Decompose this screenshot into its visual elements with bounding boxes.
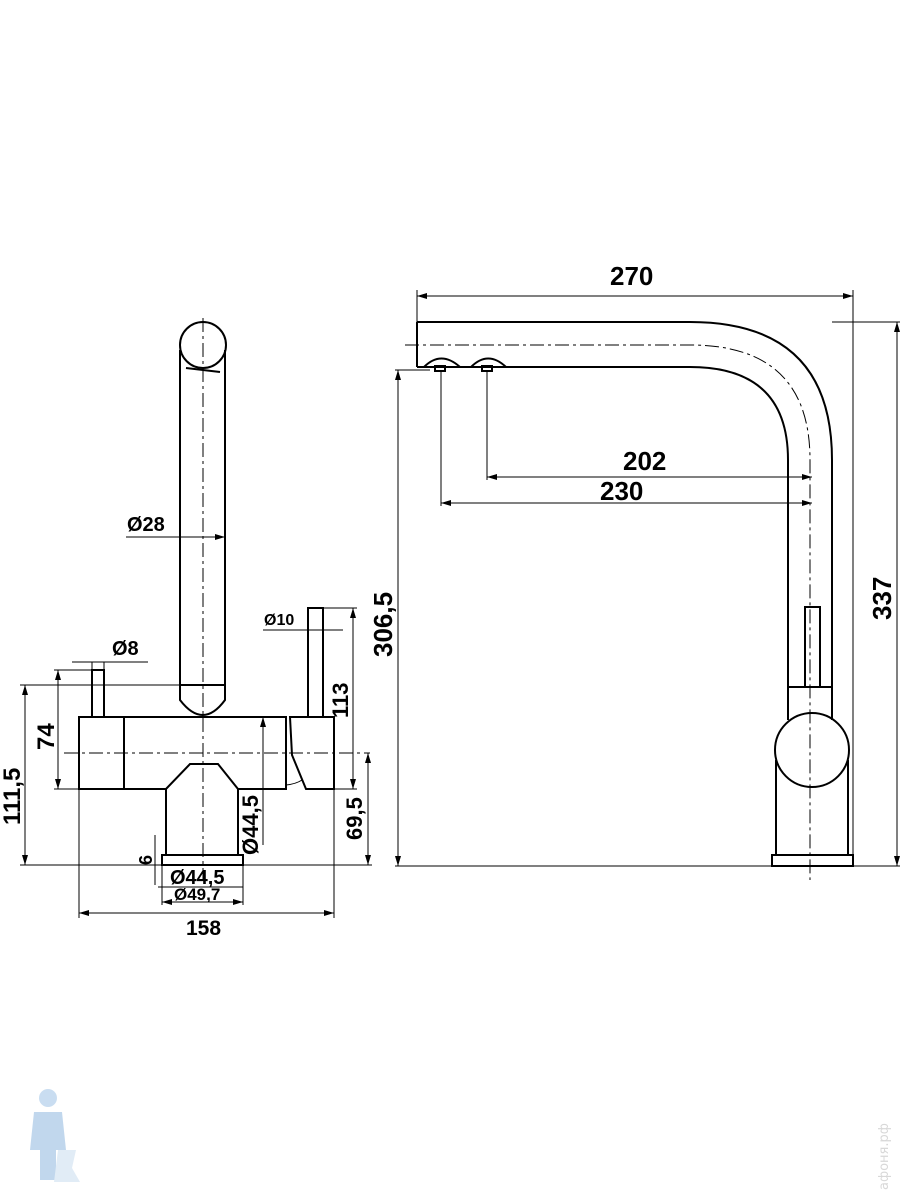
- dim-spout-reach: 270: [610, 261, 653, 291]
- spout-outer: [417, 321, 833, 720]
- dim-total-height-body: 111,5: [0, 768, 26, 825]
- front-view: Ø28 Ø8 Ø10 111,5 74 113 69,5 Ø44,5 6 Ø44…: [0, 318, 372, 940]
- lever-knob: [774, 712, 850, 788]
- dim-left-lever-height: 74: [33, 723, 60, 750]
- dim-aerator-2-reach: 230: [600, 476, 643, 506]
- dim-body-diameter: Ø44,5: [238, 795, 263, 855]
- spout-inner: [417, 366, 789, 720]
- dim-aerator-1-reach: 202: [623, 446, 666, 476]
- dim-base-inner-diameter: Ø44,5: [170, 867, 224, 889]
- side-body: [775, 760, 849, 855]
- body: [124, 716, 287, 790]
- plumber-logo: [30, 1089, 80, 1182]
- spout-pipe: [179, 350, 226, 716]
- pull-out-hose: [804, 606, 821, 688]
- right-lever: [307, 607, 324, 718]
- left-lever: [91, 669, 105, 718]
- dim-total-width: 158: [186, 917, 221, 940]
- right-handle-block: [288, 716, 335, 790]
- dim-left-lever-diameter: Ø8: [112, 638, 139, 660]
- dim-base-outer-diameter: Ø49,7: [174, 885, 220, 904]
- dim-axis-height: 69,5: [342, 797, 367, 840]
- dim-spout-outlet-height: 306,5: [368, 592, 398, 657]
- dim-right-lever-height: 113: [328, 683, 353, 719]
- aerator-2: [470, 357, 507, 368]
- side-view: 270 202 230 306,5 337: [368, 261, 900, 880]
- side-base: [771, 854, 854, 867]
- dim-spout-diameter: Ø28: [127, 514, 165, 536]
- dim-base-height: 6: [136, 855, 156, 865]
- watermark: афоня.рф: [877, 1123, 892, 1190]
- aerator-1: [423, 357, 461, 368]
- dim-total-height: 337: [867, 577, 897, 620]
- dim-right-lever-diameter: Ø10: [264, 612, 294, 629]
